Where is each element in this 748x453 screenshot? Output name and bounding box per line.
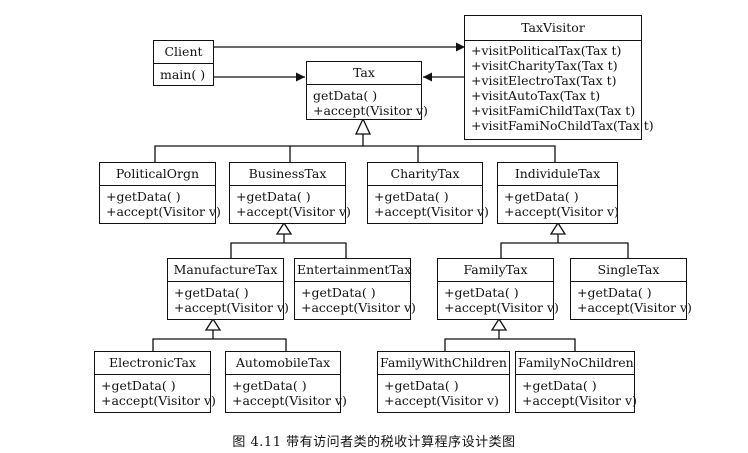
generalization-to-individuletax: [500, 234, 629, 259]
class-taxvisitor: TaxVisitor +visitPoliticalTax(Tax t) +vi…: [464, 15, 654, 140]
class-individuletax: IndividuleTax +getData( ) +accept(Visito…: [497, 162, 619, 224]
generalization-to-businesstax: [230, 234, 347, 259]
method: +getData( ): [577, 285, 652, 300]
method: +accept(Visitor v): [236, 204, 351, 219]
method: +visitFamiChildTax(Tax t): [471, 103, 636, 118]
inherit-triangle-familytax: [490, 317, 508, 331]
method: +accept(Visitor v): [313, 103, 428, 118]
class-tax: Tax getData( ) +accept(Visitor v): [306, 61, 428, 120]
method: +accept(Visitor v): [106, 204, 221, 219]
method: +accept(Visitor v): [504, 204, 619, 219]
method: +accept(Visitor v): [577, 300, 692, 315]
figure-caption: 图 4.11 带有访问者类的税收计算程序设计类图: [232, 435, 516, 450]
class-familynochildren: FamilyNoChildren +getData( ) +accept(Vis…: [515, 351, 637, 413]
class-name: FamilyNoChildren: [516, 352, 634, 375]
class-name: ElectronicTax: [95, 352, 210, 375]
method: +visitCharityTax(Tax t): [471, 58, 618, 73]
inherit-triangle-tax: [354, 117, 372, 135]
class-name: EntertainmentTax: [295, 259, 411, 282]
class-politicalorgn: PoliticalOrgn +getData( ) +accept(Visito…: [99, 162, 221, 224]
class-name: TaxVisitor: [465, 16, 641, 41]
class-automobiletax: AutomobileTax +getData( ) +accept(Visito…: [225, 351, 347, 413]
method: +getData( ): [232, 378, 307, 393]
method: +accept(Visitor v): [101, 393, 216, 408]
class-name: FamilyWithChildren: [378, 352, 509, 375]
inherit-triangle-manufacturetax: [204, 317, 222, 331]
method: +visitElectroTax(Tax t): [471, 73, 617, 88]
method: +visitFamiNoChildTax(Tax t): [471, 118, 654, 133]
class-electronictax: ElectronicTax +getData( ) +accept(Visito…: [94, 351, 216, 413]
class-name: IndividuleTax: [498, 163, 617, 186]
class-name: BusinessTax: [230, 163, 345, 186]
inherit-triangle-individuletax: [549, 221, 567, 235]
class-name: FamilyTax: [438, 259, 553, 282]
class-name: ManufactureTax: [168, 259, 283, 282]
class-name: Tax: [307, 62, 421, 85]
class-manufacturetax: ManufactureTax +getData( ) +accept(Visit…: [167, 258, 289, 320]
class-name: SingleTax: [571, 259, 686, 282]
class-familywithchildren: FamilyWithChildren +getData( ) +accept(V…: [377, 351, 510, 413]
method: +accept(Visitor v): [374, 204, 489, 219]
method: +getData( ): [384, 378, 459, 393]
class-client: Client main( ): [153, 40, 214, 86]
method: +getData( ): [236, 189, 311, 204]
method: +getData( ): [522, 378, 597, 393]
class-name: Client: [154, 41, 213, 64]
class-entertainmenttax: EntertainmentTax +getData( ) +accept(Vis…: [294, 258, 416, 320]
method: +accept(Visitor v): [232, 393, 347, 408]
class-name: PoliticalOrgn: [100, 163, 215, 186]
method: +accept(Visitor v): [301, 300, 416, 315]
method: +getData( ): [301, 285, 376, 300]
class-familytax: FamilyTax +getData( ) +accept(Visitor v): [437, 258, 559, 320]
class-name: AutomobileTax: [226, 352, 340, 375]
generalization-to-familytax: [444, 329, 576, 352]
method: +getData( ): [504, 189, 579, 204]
class-charitytax: CharityTax +getData( ) +accept(Visitor v…: [367, 162, 489, 224]
method: +getData( ): [444, 285, 519, 300]
method: +accept(Visitor v): [444, 300, 559, 315]
method: +accept(Visitor v): [384, 393, 499, 408]
method: +getData( ): [174, 285, 249, 300]
method: +accept(Visitor v): [174, 300, 289, 315]
class-name: CharityTax: [368, 163, 482, 186]
method: +getData( ): [374, 189, 449, 204]
method: +visitPoliticalTax(Tax t): [471, 43, 622, 58]
generalization-to-manufacturetax: [152, 329, 287, 352]
method: +visitAutoTax(Tax t): [471, 88, 601, 103]
method: main( ): [160, 67, 206, 82]
method: getData( ): [313, 88, 378, 103]
method: +getData( ): [101, 378, 176, 393]
method: +getData( ): [106, 189, 181, 204]
class-businesstax: BusinessTax +getData( ) +accept(Visitor …: [229, 162, 351, 224]
class-singletax: SingleTax +getData( ) +accept(Visitor v): [570, 258, 692, 320]
inherit-triangle-businesstax: [275, 221, 293, 235]
generalization-to-tax: [154, 134, 556, 163]
method: +accept(Visitor v): [522, 393, 637, 408]
